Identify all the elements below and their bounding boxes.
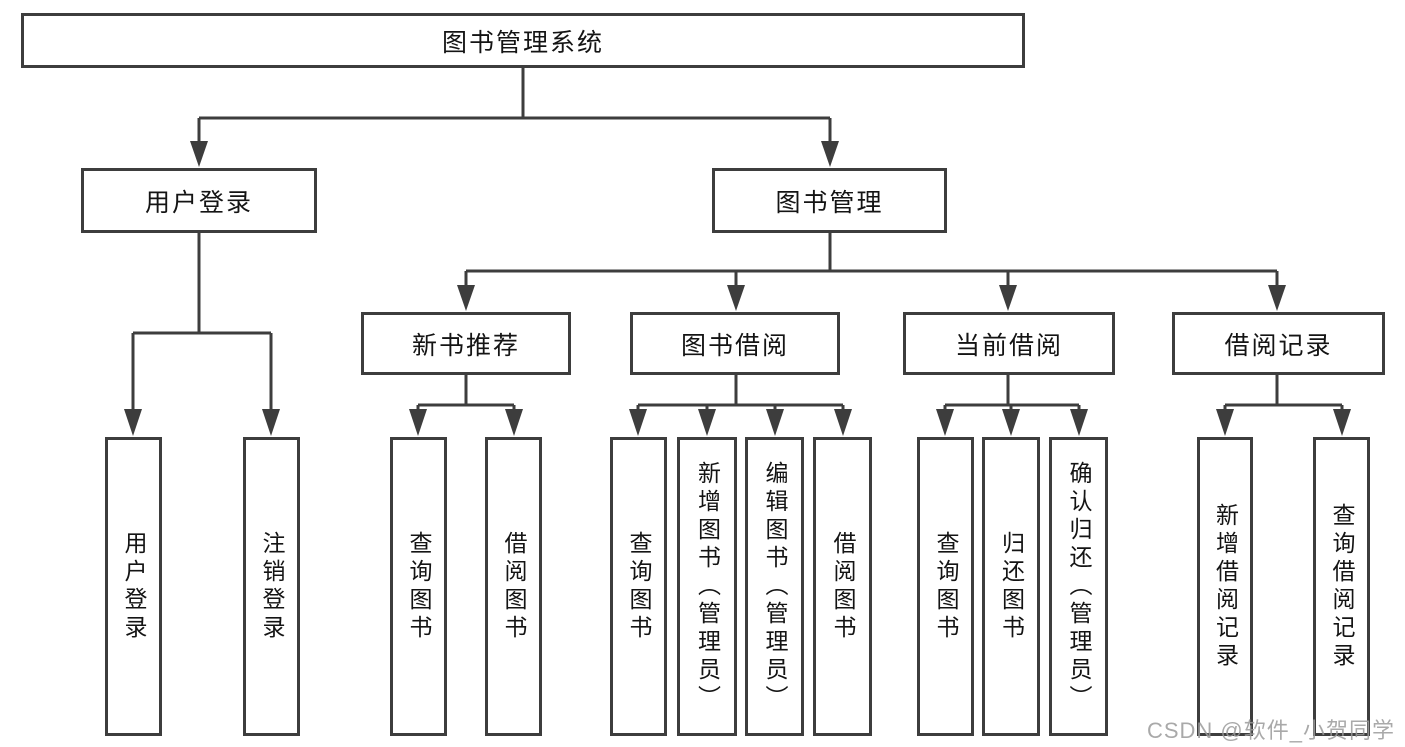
leaf-label: 编辑图书（管理员） [762,460,788,713]
node-label: 当前借阅 [954,331,1063,360]
node-label: 图书管理 [775,188,884,217]
node-label: 新书推荐 [411,331,520,360]
node-borrow-records: 借阅记录 [1172,312,1385,375]
leaf-label: 用户登录 [121,530,147,643]
leaf-user-login: 用户登录 [105,437,162,736]
node-label: 用户登录 [144,188,253,217]
leaf-label: 查询图书 [406,530,432,643]
node-new-book-recommend: 新书推荐 [361,312,571,375]
node-label: 图书借阅 [680,331,789,360]
leaf-add-borrow-record: 新增借阅记录 [1197,437,1253,736]
leaf-return-books: 归还图书 [982,437,1040,736]
node-book-management: 图书管理 [712,168,947,233]
leaf-label: 归还图书 [998,530,1025,643]
node-library-management-system: 图书管理系统 [21,13,1025,68]
leaf-add-books-admin: 新增图书（管理员） [677,437,737,736]
leaf-confirm-return-admin: 确认归还（管理员） [1049,437,1108,736]
leaf-query-borrow-record: 查询借阅记录 [1313,437,1370,736]
leaf-label: 新增借阅记录 [1212,502,1239,671]
leaf-borrow-books-recommend: 借阅图书 [485,437,542,736]
leaf-label: 查询图书 [626,530,652,643]
leaf-logout: 注销登录 [243,437,300,736]
node-book-borrow: 图书借阅 [630,312,840,375]
node-label: 图书管理系统 [441,28,604,57]
leaf-query-books-recommend: 查询图书 [390,437,447,736]
leaf-label: 查询图书 [933,530,959,643]
leaf-label: 新增图书（管理员） [694,460,721,713]
leaf-query-books-current: 查询图书 [917,437,974,736]
leaf-query-books-borrow: 查询图书 [610,437,667,736]
leaf-borrow-books: 借阅图书 [813,437,872,736]
leaf-label: 确认归还（管理员） [1066,460,1092,713]
node-label: 借阅记录 [1224,331,1333,360]
leaf-label: 借阅图书 [830,530,856,643]
leaf-label: 查询借阅记录 [1329,502,1355,671]
watermark: CSDN @软件_小贺同学 [1146,718,1395,743]
leaf-label: 借阅图书 [501,530,527,643]
node-user-login: 用户登录 [81,168,317,233]
node-current-borrow: 当前借阅 [903,312,1115,375]
leaf-label: 注销登录 [259,530,285,643]
leaf-edit-books-admin: 编辑图书（管理员） [745,437,804,736]
